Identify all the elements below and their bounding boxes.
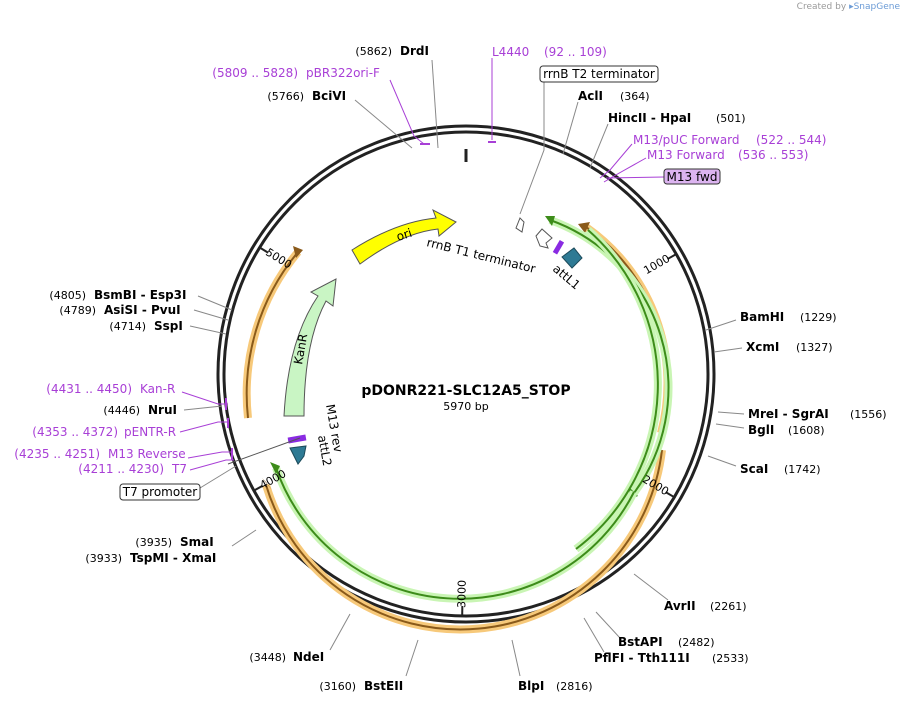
site-avrii[interactable]: AvrII bbox=[664, 599, 696, 613]
snapgene-credit: Created by ▸SnapGene bbox=[797, 2, 900, 12]
attl1-arrow bbox=[561, 247, 583, 269]
primer-t7[interactable]: T7 bbox=[171, 462, 187, 476]
credit-prefix: Created by bbox=[796, 2, 847, 12]
primer-m13-forward[interactable]: M13 Forward bbox=[647, 148, 725, 162]
site-bstapi-pos: (2482) bbox=[678, 636, 715, 649]
plasmid-name: pDONR221-SLC12A5_STOP bbox=[361, 383, 570, 399]
attl1-purple-mark bbox=[552, 239, 565, 255]
backbone bbox=[216, 124, 716, 624]
primer-m13-puc-forward-range: (522 .. 544) bbox=[756, 133, 826, 147]
rrnb-t2-label: rrnB T2 terminator bbox=[543, 67, 655, 81]
site-drdi-pos: (5862) bbox=[355, 45, 392, 58]
attl2-arrow bbox=[289, 445, 307, 465]
scale-tick-5000 bbox=[259, 246, 269, 254]
site-scai[interactable]: ScaI bbox=[740, 462, 768, 476]
site-tspmi-xmai-pos: (3933) bbox=[85, 552, 122, 565]
primer-m13-reverse[interactable]: M13 Reverse bbox=[108, 447, 186, 461]
feature-arrow-orange-bottom bbox=[262, 478, 272, 490]
site-bcivi-pos: (5766) bbox=[267, 90, 304, 103]
primer-kan-r-range: (4431 .. 4450) bbox=[46, 382, 132, 396]
site-acli-position: (364) bbox=[620, 90, 650, 103]
site-xcmi-pos: (1327) bbox=[796, 341, 833, 354]
site-tspmi-xmai[interactable]: TspMI - XmaI bbox=[130, 551, 216, 565]
scale-label-1000: 1000 bbox=[641, 252, 672, 277]
rrnb-t1-arrow bbox=[535, 228, 553, 249]
site-bsmbi-esp3i[interactable]: BsmBI - Esp3I bbox=[94, 288, 186, 302]
plasmid-size: 5970 bp bbox=[443, 400, 488, 413]
scale-tick-1000 bbox=[667, 253, 677, 260]
site-nrui-pos: (4446) bbox=[103, 404, 140, 417]
site-bsteii[interactable]: BstEII bbox=[364, 679, 403, 693]
feature-arrow-orange-left bbox=[293, 246, 303, 258]
site-asisi-pvui[interactable]: AsiSI - PvuI bbox=[104, 303, 181, 317]
m13-fwd-box[interactable] bbox=[663, 168, 721, 185]
scale-tick-4000 bbox=[253, 484, 264, 492]
feature-arrow-green-top bbox=[545, 216, 555, 226]
site-acli[interactable]: AclI bbox=[578, 89, 603, 103]
site-bgli-pos: (1608) bbox=[788, 424, 825, 437]
site-bamhi[interactable]: BamHI bbox=[740, 310, 784, 324]
primer-pentr-r-range: (4353 .. 4372) bbox=[32, 425, 118, 439]
ori-label: ori bbox=[395, 226, 414, 244]
scale-label-5000: 5000 bbox=[263, 246, 294, 272]
t7-promoter-box[interactable] bbox=[119, 483, 201, 501]
kanr-label: KanR bbox=[291, 333, 310, 366]
site-drdi[interactable]: DrdI bbox=[400, 44, 429, 58]
site-blpi[interactable]: BlpI bbox=[518, 679, 544, 693]
site-smai-pos: (3935) bbox=[135, 536, 172, 549]
primer-kan-r[interactable]: Kan-R bbox=[140, 382, 175, 396]
primer-pbr322ori-f-range: (5809 .. 5828) bbox=[212, 66, 298, 80]
primer-t7-range: (4211 .. 4230) bbox=[78, 462, 164, 476]
snapgene-logo-icon: ▸ bbox=[849, 2, 854, 12]
site-asisi-pvui-pos: (4789) bbox=[59, 304, 96, 317]
rrnb-t2-box[interactable] bbox=[539, 65, 659, 83]
credit-brand: SnapGene bbox=[853, 2, 900, 12]
site-ndei[interactable]: NdeI bbox=[293, 650, 324, 664]
scale-tick-2000 bbox=[665, 491, 675, 499]
site-pflfi-tth111i-pos: (2533) bbox=[712, 652, 749, 665]
primer-m13-reverse-range: (4235 .. 4251) bbox=[14, 447, 100, 461]
site-nrui[interactable]: NruI bbox=[148, 403, 177, 417]
site-avrii-pos: (2261) bbox=[710, 600, 747, 613]
site-hincii-hpai[interactable]: HincII - HpaI bbox=[608, 111, 691, 125]
primer-pentr-r[interactable]: pENTR-R bbox=[124, 425, 176, 439]
site-ndei-pos: (3448) bbox=[249, 651, 286, 664]
primer-m13-forward-range: (536 .. 553) bbox=[738, 148, 808, 162]
attl2-label: attL2 bbox=[315, 434, 334, 467]
t7-promoter-label: T7 promoter bbox=[122, 485, 198, 499]
feature-arrow-green-bottom bbox=[270, 462, 280, 474]
kanr-arrow bbox=[283, 278, 337, 417]
ori-arrow bbox=[351, 208, 457, 265]
primer-m13-puc-forward[interactable]: M13/pUC Forward bbox=[633, 133, 740, 147]
attl1-label: attL1 bbox=[550, 262, 583, 293]
m13-fwd-label: M13 fwd bbox=[667, 170, 718, 184]
site-sspi-pos: (4714) bbox=[109, 320, 146, 333]
site-bsmbi-esp3i-pos: (4805) bbox=[49, 289, 86, 302]
scale-label-3000: 3000 bbox=[455, 580, 468, 608]
site-xcmi[interactable]: XcmI bbox=[746, 340, 779, 354]
site-mrei-sgrai-pos: (1556) bbox=[850, 408, 887, 421]
site-bcivi[interactable]: BciVI bbox=[312, 89, 346, 103]
primer-pbr322ori-f[interactable]: pBR322ori-F bbox=[306, 66, 380, 80]
site-mrei-sgrai[interactable]: MreI - SgrAI bbox=[748, 407, 829, 421]
site-blpi-pos: (2816) bbox=[556, 680, 593, 693]
rrnb-t2-arrow bbox=[515, 217, 525, 233]
primer-l4440-range: (92 .. 109) bbox=[544, 45, 607, 59]
site-bamhi-pos: (1229) bbox=[800, 311, 837, 324]
rrnb-t1-label: rrnB T1 terminator bbox=[425, 235, 537, 276]
site-bgli[interactable]: BglI bbox=[748, 423, 774, 437]
primer-l4440[interactable]: L4440 bbox=[492, 45, 529, 59]
site-sspi[interactable]: SspI bbox=[154, 319, 183, 333]
site-hincii-hpai-pos: (501) bbox=[716, 112, 746, 125]
site-bsteii-pos: (3160) bbox=[319, 680, 356, 693]
site-pflfi-tth111i[interactable]: PflFI - Tth111I bbox=[594, 651, 690, 665]
feature-arrow-orange-right bbox=[578, 222, 590, 233]
site-bstapi[interactable]: BstAPI bbox=[618, 635, 663, 649]
site-smai[interactable]: SmaI bbox=[180, 535, 214, 549]
site-scai-pos: (1742) bbox=[784, 463, 821, 476]
